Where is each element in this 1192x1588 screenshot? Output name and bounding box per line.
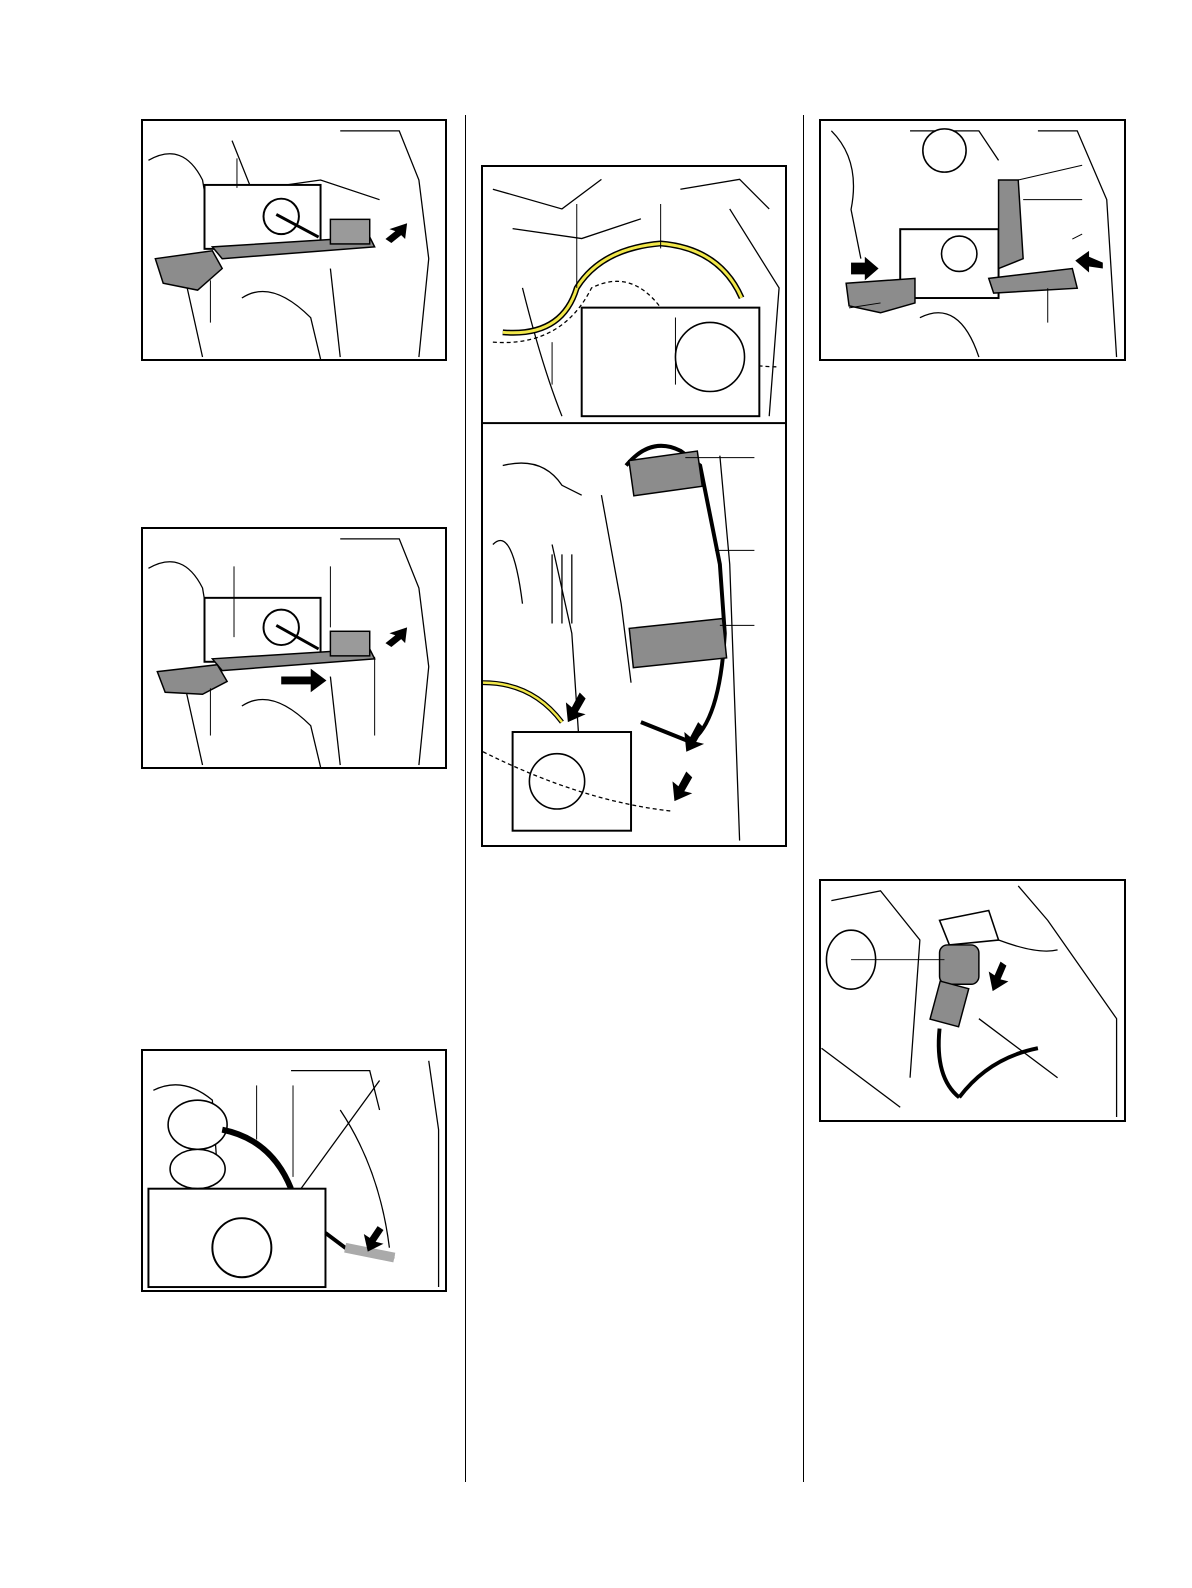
illustration-left-1 xyxy=(141,119,447,361)
switch-lever-slide-drawing xyxy=(143,529,445,767)
panel-divider xyxy=(483,422,785,424)
illustration-right-2 xyxy=(819,879,1126,1122)
column-divider-left xyxy=(465,115,466,1482)
wiring-harness-drawing xyxy=(483,167,785,845)
cable-routing-drawing xyxy=(143,1051,445,1290)
column-divider-right xyxy=(803,115,804,1482)
illustration-right-1 xyxy=(819,119,1126,361)
connector-plug-drawing xyxy=(821,881,1124,1120)
illustration-left-3 xyxy=(141,1049,447,1292)
illustration-left-2 xyxy=(141,527,447,769)
illustration-middle xyxy=(481,165,787,847)
switch-lever-drawing xyxy=(143,121,445,359)
cover-assembly-drawing xyxy=(821,121,1124,359)
